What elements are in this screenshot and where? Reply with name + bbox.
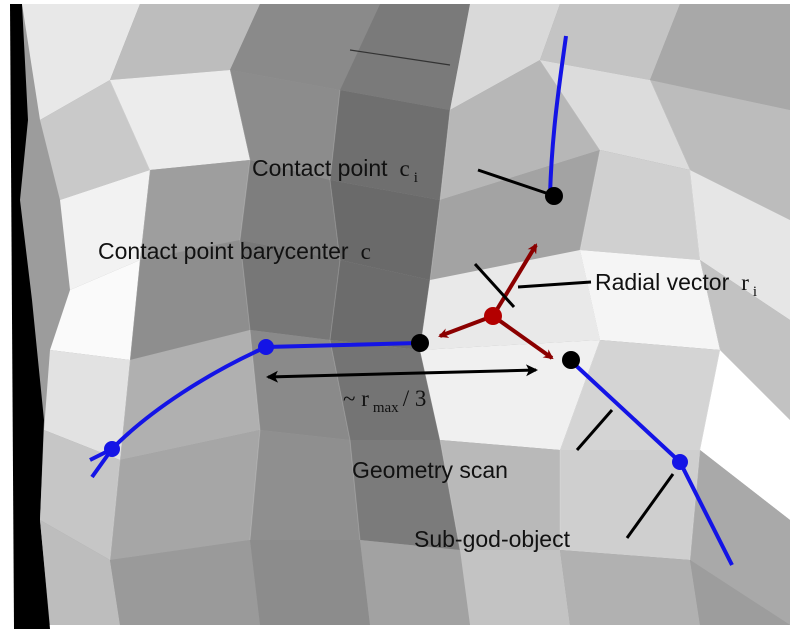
- sub-god-object-node-left-2: [104, 441, 120, 457]
- barycenter-point: [484, 307, 502, 325]
- label-radial-vector: Radial vector r i: [595, 269, 757, 300]
- radial-vector-up: [491, 243, 538, 318]
- leader-barycenter: [473, 262, 516, 309]
- scan-path-top: [548, 35, 568, 196]
- label-barycenter: Contact point barycenter c: [98, 238, 371, 264]
- leader-lines: [473, 168, 675, 539]
- radial-vector-right: [491, 314, 554, 360]
- leader-geometry-scan: [575, 409, 614, 451]
- sub-god-object-node-left-1: [258, 339, 274, 355]
- radial-vectors: [438, 243, 554, 360]
- leader-sub-god-object: [625, 473, 675, 539]
- scan-path-left: [90, 341, 419, 479]
- label-distance: ~ r max / 3: [343, 386, 426, 416]
- contact-point-top: [545, 187, 563, 205]
- leader-contact-point: [477, 168, 547, 195]
- contact-point-left: [411, 334, 429, 352]
- scan-paths: [89, 35, 734, 566]
- labels: Contact point c i Contact point barycent…: [98, 155, 757, 552]
- sub-god-object-node-right: [672, 454, 688, 470]
- contact-point-right: [562, 351, 580, 369]
- label-contact-point: Contact point c i: [252, 155, 418, 186]
- distance-arrow: [266, 364, 538, 383]
- label-sub-god-object: Sub-god-object: [414, 526, 571, 552]
- label-geometry-scan: Geometry scan: [352, 457, 508, 483]
- radial-vector-left: [438, 314, 494, 338]
- leader-radial-vector: [517, 280, 592, 289]
- contact-points: [411, 187, 580, 369]
